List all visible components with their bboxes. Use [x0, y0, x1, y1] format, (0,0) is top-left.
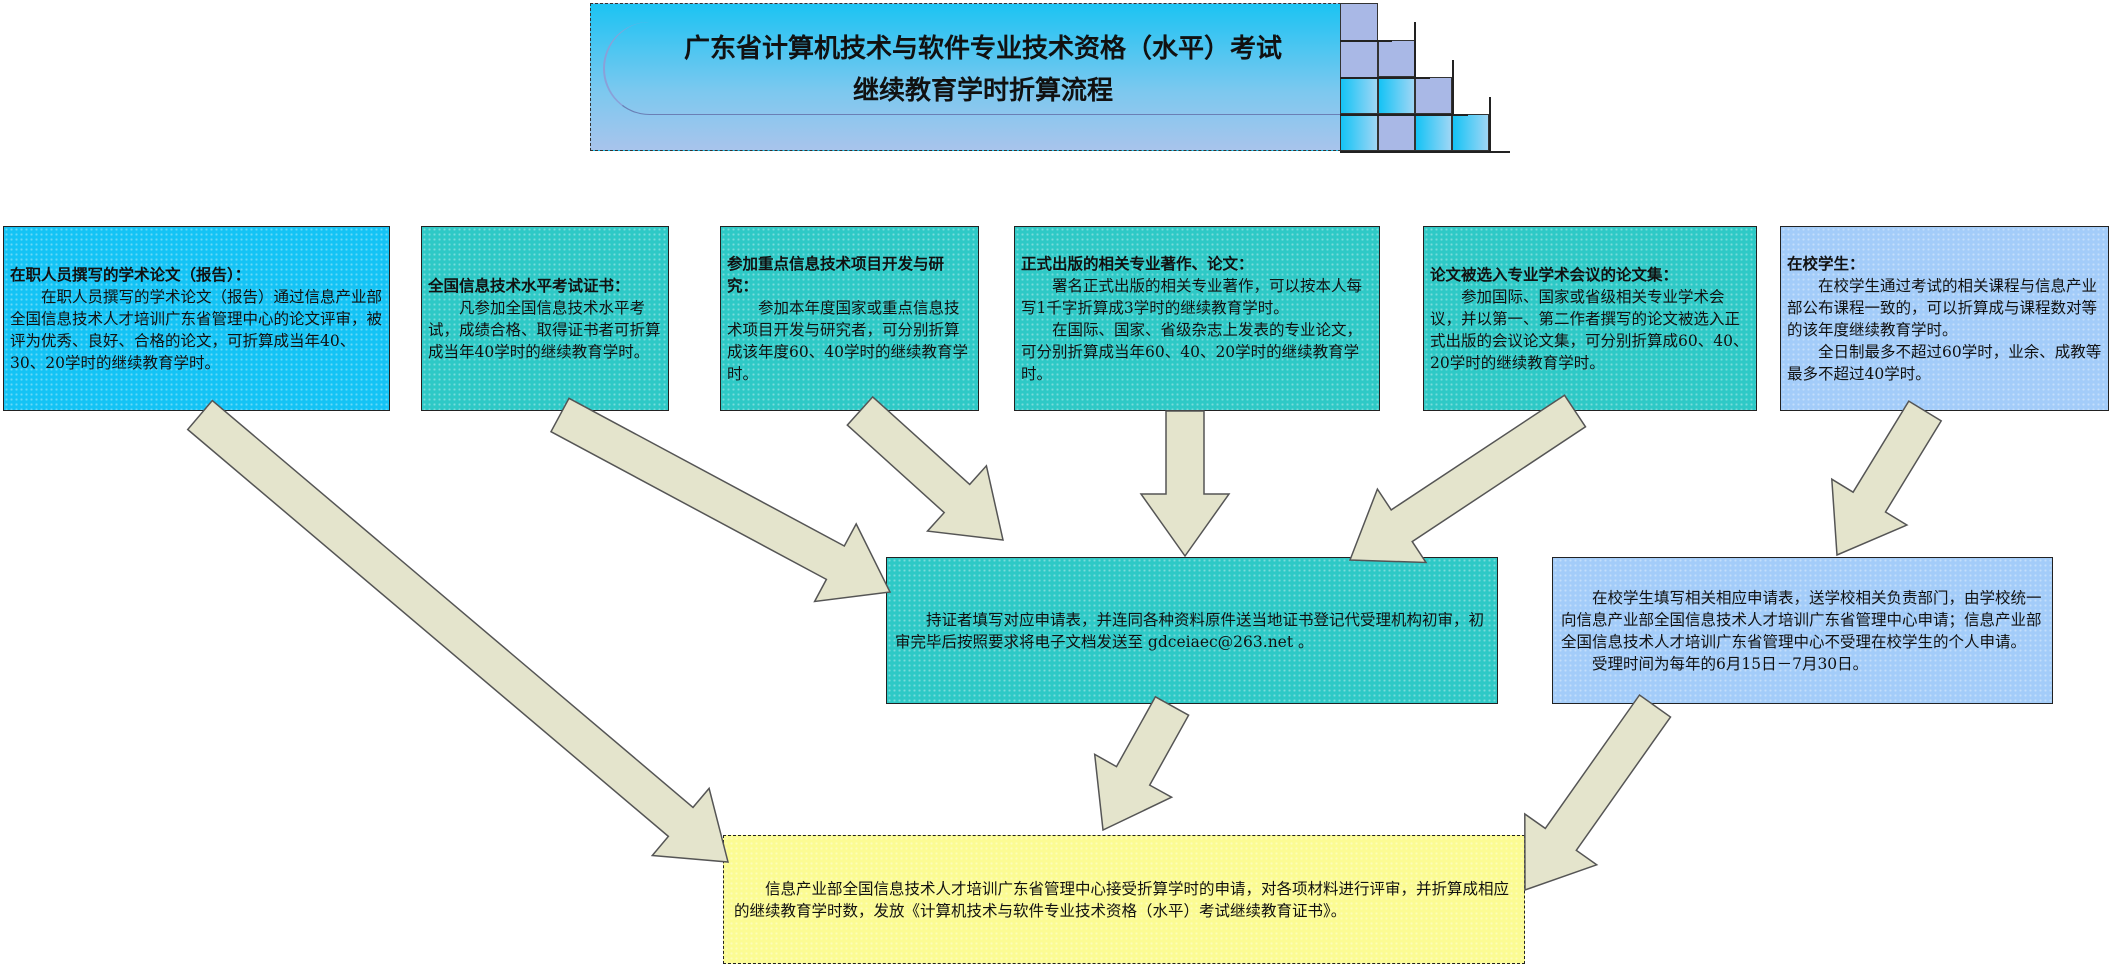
source-box-conference-paper: 论文被选入专业学术会议的论文集： 参加国际、国家或省级相关专业学术会议，并以第一… [1423, 226, 1757, 411]
source-heading: 论文被选入专业学术会议的论文集： [1430, 264, 1679, 284]
student-step-text: 在校学生填写相关相应申请表，送学校相关负责部门，由学校统一向信息产业部全国信息技… [1561, 588, 2042, 651]
source-box-publications: 正式出版的相关专业著作、论文： 署名正式出版的相关专业著作，可以按本人每写1千字… [1014, 226, 1380, 411]
holder-step-text: 持证者填写对应申请表，并连同各种资料原件送当地证书登记代受理机构初审，初审完毕后… [895, 610, 1485, 651]
source-text: 凡参加全国信息技术水平考试，成绩合格、取得证书者可折算成当年40学时的继续教育学… [428, 298, 661, 361]
source-box-key-project: 参加重点信息技术项目开发与研究： 参加本年度国家或重点信息技术项目开发与研究者，… [720, 226, 979, 411]
source-text: 在校学生通过考试的相关课程与信息产业部公布课程一致的，可以折算成与课程数对等的该… [1787, 276, 2098, 339]
arrow-students-to-student-step [1830, 400, 1943, 557]
arrow-project-to-holder [846, 395, 1004, 541]
source-heading: 在职人员撰写的学术论文（报告）： [10, 264, 251, 284]
arrow-holder-to-final [1093, 695, 1190, 832]
arrow-certificate-to-holder [549, 397, 892, 603]
source-heading: 全国信息技术水平考试证书： [428, 275, 630, 295]
student-application-box: 在校学生填写相关相应申请表，送学校相关负责部门，由学校统一向信息产业部全国信息技… [1552, 557, 2053, 704]
source-text: 在国际、国家、省级杂志上发表的专业论文，可分别折算成当年60、40、20学时的继… [1021, 320, 1363, 383]
source-heading: 参加重点信息技术项目开发与研究： [727, 253, 945, 295]
source-text: 参加本年度国家或重点信息技术项目开发与研究者，可分别折算成该年度60、40学时的… [727, 298, 968, 383]
student-step-time: 受理时间为每年的6月15日－7月30日。 [1592, 654, 1869, 673]
source-heading: 在校学生： [1787, 253, 1865, 273]
title-line-1: 广东省计算机技术与软件专业技术资格（水平）考试 [683, 34, 1282, 64]
final-review-box: 信息产业部全国信息技术人才培训广东省管理中心接受折算学时的申请，对各项材料进行评… [723, 835, 1525, 964]
final-step-text: 信息产业部全国信息技术人才培训广东省管理中心接受折算学时的申请，对各项材料进行评… [734, 879, 1510, 920]
title-banner: 广东省计算机技术与软件专业技术资格（水平）考试 继续教育学时折算流程 [590, 3, 1376, 151]
title-decoration-arc [603, 22, 1365, 115]
arrow-paper-to-final [186, 399, 729, 863]
source-box-students: 在校学生： 在校学生通过考试的相关课程与信息产业部公布课程一致的，可以折算成与课… [1780, 226, 2109, 411]
source-text: 在职人员撰写的学术论文（报告）通过信息产业部全国信息技术人才培训广东省管理中心的… [10, 287, 383, 372]
title-line-2: 继续教育学时折算流程 [852, 76, 1113, 106]
holder-application-box: 持证者填写对应申请表，并连同各种资料原件送当地证书登记代受理机构初审，初审完毕后… [886, 557, 1498, 704]
source-box-academic-paper: 在职人员撰写的学术论文（报告）： 在职人员撰写的学术论文（报告）通过信息产业部全… [3, 226, 390, 411]
source-box-it-certificate: 全国信息技术水平考试证书： 凡参加全国信息技术水平考试，成绩合格、取得证书者可折… [421, 226, 669, 411]
source-text: 署名正式出版的相关专业著作，可以按本人每写1千字折算成3学时的继续教育学时。 [1021, 276, 1363, 317]
source-text: 全日制最多不超过60学时，业余、成教等最多不超过40学时。 [1787, 342, 2102, 383]
source-heading: 正式出版的相关专业著作、论文： [1021, 253, 1254, 273]
source-text: 参加国际、国家或省级相关专业学术会议，并以第一、第二作者撰写的论文被选入正式出版… [1430, 287, 1749, 372]
arrow-student-step-to-final [1524, 693, 1672, 892]
arrow-publication-to-holder [1139, 410, 1231, 558]
arrow-conference-to-holder [1348, 394, 1587, 564]
